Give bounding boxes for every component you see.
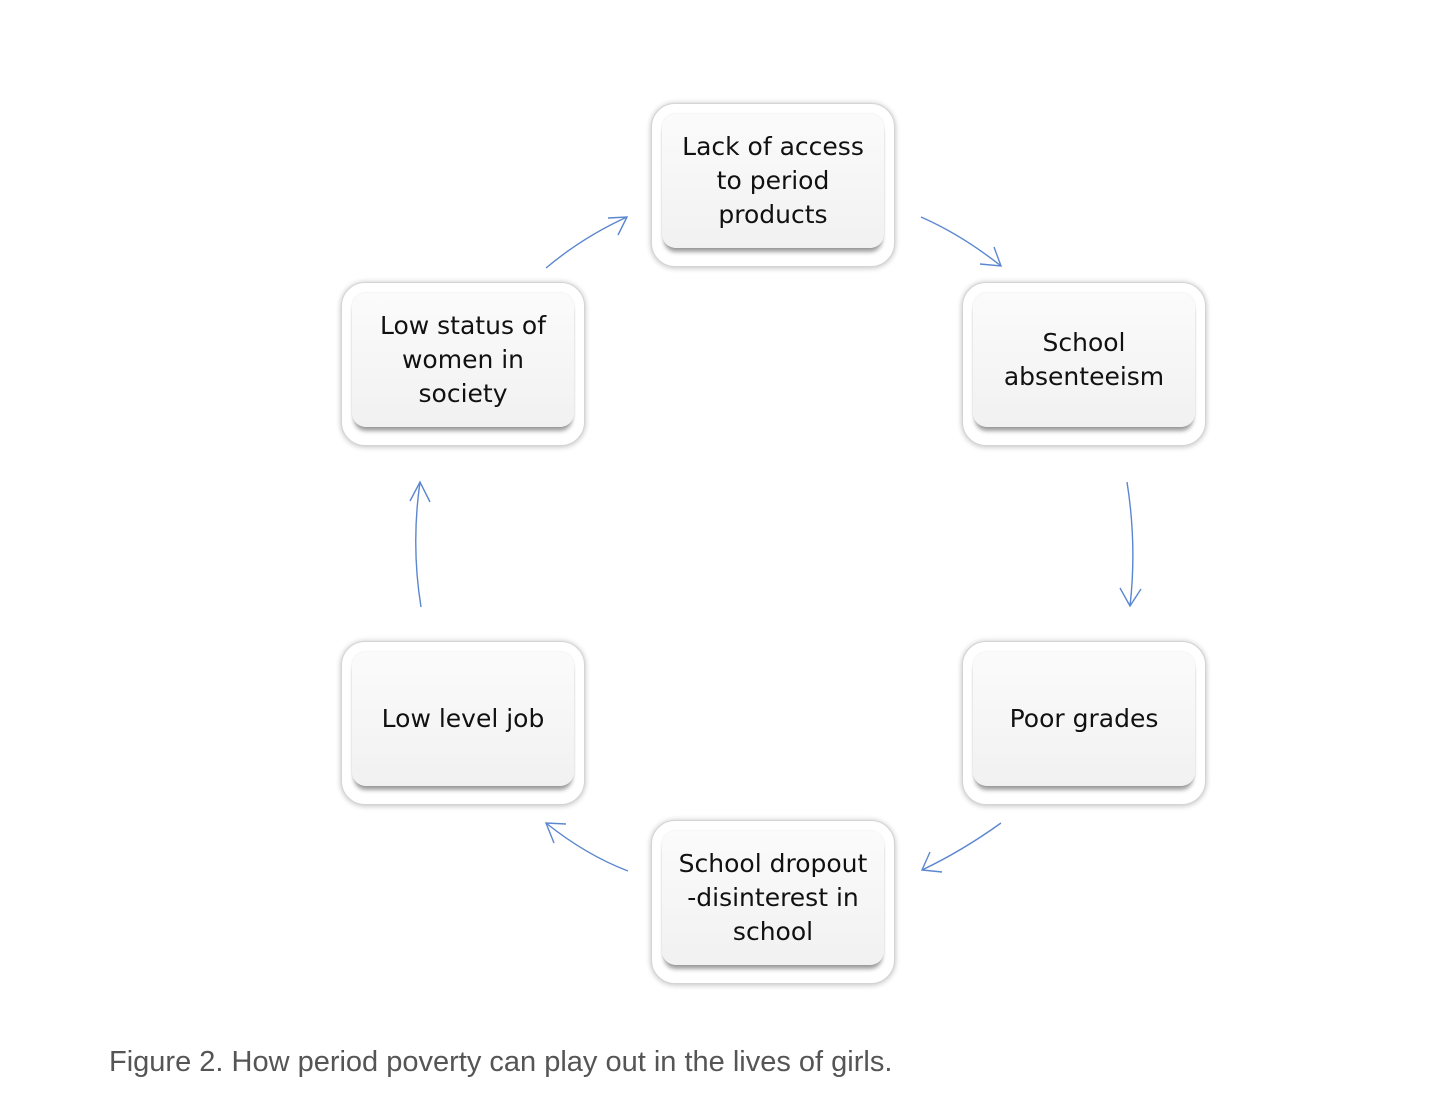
arrowhead-upper-left-to-top (607, 216, 629, 236)
node-label-poor-grades: Poor grades (1009, 704, 1159, 733)
arrow-top-to-upper-right (920, 216, 1002, 267)
arrow-lower-right-to-bottom (921, 822, 1002, 871)
node-low-status-of-women: Low status of women in society (341, 282, 585, 446)
arrowhead-lower-left-to-upper-left (409, 480, 431, 503)
node-low-level-job: Low level job (341, 641, 585, 805)
node-face: Low status of women in society (352, 293, 574, 427)
node-face: School dropout -disinterest in school (662, 831, 884, 965)
arrowhead-upper-right-to-lower-right (1119, 587, 1142, 608)
node-face: School absenteeism (973, 293, 1195, 427)
node-label-low-level-job: Low level job (381, 704, 545, 733)
node-face: Poor grades (973, 652, 1195, 786)
node-face: Lack of access to period products (662, 114, 884, 248)
arrow-lower-left-to-upper-left (415, 481, 422, 608)
arrow-upper-left-to-top (545, 216, 628, 269)
node-lack-of-access: Lack of access to period products (651, 103, 895, 267)
node-label-low-status-of-women: Low status of women in society (379, 311, 547, 408)
node-label-lack-of-access: Lack of access to period products (682, 132, 864, 229)
node-face: Low level job (352, 652, 574, 786)
node-school-absenteeism: School absenteeism (962, 282, 1206, 446)
arrowhead-bottom-to-lower-left (544, 822, 567, 844)
arrow-bottom-to-lower-left (545, 822, 629, 872)
arrowhead-top-to-upper-right (979, 246, 1003, 267)
figure-caption: Figure 2. How period poverty can play ou… (109, 1046, 893, 1078)
node-label-school-absenteeism: School absenteeism (1003, 328, 1165, 391)
node-label-school-dropout: School dropout -disinterest in school (678, 849, 868, 946)
arrow-upper-right-to-lower-right (1126, 481, 1134, 607)
node-poor-grades: Poor grades (962, 641, 1206, 805)
node-school-dropout: School dropout -disinterest in school (651, 820, 895, 984)
arrowhead-lower-right-to-bottom (920, 851, 943, 873)
